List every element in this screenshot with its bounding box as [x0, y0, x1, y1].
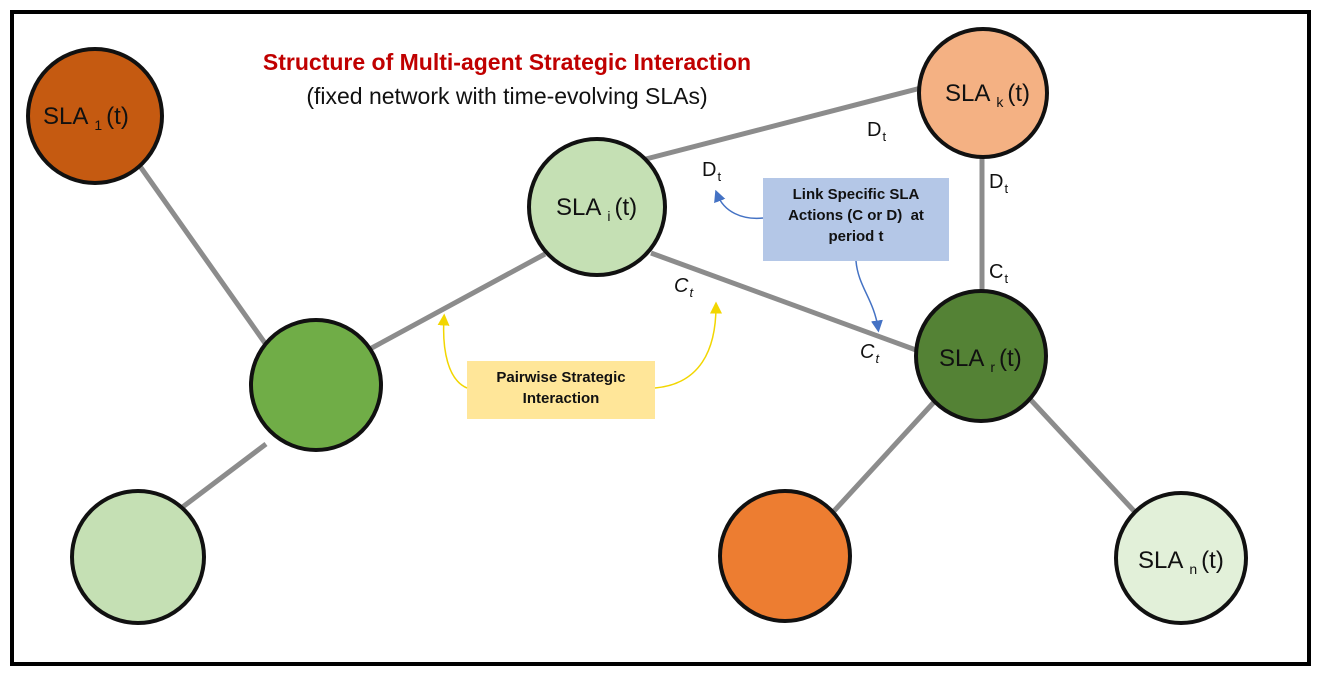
callout-pairwise-box	[467, 361, 655, 419]
callout-link-text: Link Specific SLA Actions (C or D) at pe…	[763, 178, 949, 261]
edge-label-c-ir-right: Ct	[860, 341, 880, 366]
edge-label-c-ir-left: Ct	[674, 275, 694, 300]
arrow-link-left	[714, 189, 764, 220]
label-sla-n-tail: (t)	[1201, 547, 1224, 574]
edges	[134, 85, 1137, 514]
edge-label-d-kr-main: D	[989, 171, 1003, 193]
edge-label-d-ik-left: Dt	[702, 159, 721, 184]
label-sla-n-main: SLA	[1138, 547, 1183, 574]
edge-label-c-kr: Ct	[989, 261, 1008, 286]
edge-label-c-ir-right-sub: t	[875, 351, 880, 366]
node-sla-r	[914, 289, 1048, 423]
edge-label-c-kr-main: C	[989, 261, 1003, 283]
edge-label-d-ik-left-main: D	[702, 159, 716, 181]
diagram-subtitle: (fixed network with time-evolving SLAs)	[306, 83, 707, 109]
edge-label-c-ir-right-main: C	[860, 341, 875, 363]
callout-link-line2: Actions (C or D) at	[788, 207, 924, 224]
callout-link-line1: Link Specific SLA	[792, 186, 920, 203]
arrow-pairwise-left	[437, 313, 468, 389]
edge-slai-slar	[650, 250, 917, 353]
label-sla-r-tail: (t)	[999, 345, 1022, 372]
edge-node-a-node-b	[174, 442, 268, 514]
edge-label-c-ir-left-main: C	[674, 275, 689, 297]
edge-label-d-kr: Dt	[989, 171, 1008, 196]
arrow-link-down	[855, 260, 883, 333]
callout-pairwise-line1: Pairwise Strategic	[496, 369, 626, 386]
edge-label-c-kr-sub: t	[1004, 271, 1008, 286]
edge-slar-node-c	[832, 399, 937, 513]
edge-slar-slan	[1027, 396, 1137, 514]
node-unlabeled-light-green	[70, 489, 206, 625]
node-sla-1	[26, 47, 164, 185]
label-sla-1-main: SLA	[43, 103, 88, 130]
label-sla-k-sub: k	[996, 94, 1004, 110]
label-sla-r: SLA r(t)	[939, 345, 1022, 375]
nodes	[26, 27, 1248, 625]
edge-label-d-ik-right-sub: t	[882, 129, 886, 144]
node-sla-i	[527, 137, 667, 277]
callout-pairwise-line2: Interaction	[522, 390, 600, 407]
label-sla-1-sub: 1	[94, 117, 102, 133]
callout-link-line3: period t	[828, 228, 884, 245]
callout-link-box	[763, 178, 949, 261]
label-sla-i-main: SLA	[556, 194, 601, 221]
node-unlabeled-green	[249, 318, 383, 452]
edge-label-d-ik-left-sub: t	[717, 169, 721, 184]
label-sla-1: SLA 1(t)	[43, 103, 129, 133]
label-sla-i-tail: (t)	[615, 194, 638, 221]
node-sla-n	[1114, 491, 1248, 625]
edge-sla1-node-a	[134, 160, 275, 355]
edge-slai-slak	[641, 85, 922, 163]
label-sla-k: SLA k(t)	[945, 80, 1030, 110]
edge-label-c-ir-left-sub: t	[689, 285, 694, 300]
diagram-title: Structure of Multi-agent Strategic Inter…	[263, 49, 751, 75]
label-sla-n-sub: n	[1189, 561, 1197, 577]
label-sla-r-main: SLA	[939, 345, 984, 372]
node-sla-k	[917, 27, 1049, 159]
callout-pairwise-text: Pairwise Strategic Interaction	[467, 361, 655, 419]
edge-label-d-ik-right-main: D	[867, 119, 881, 141]
label-sla-1-tail: (t)	[106, 103, 129, 130]
edge-node-a-slai	[366, 251, 547, 353]
diagram-frame	[10, 10, 1311, 666]
label-sla-r-sub: r	[990, 359, 995, 375]
edge-label-d-ik-right: Dt	[867, 119, 886, 144]
node-unlabeled-orange	[718, 489, 852, 623]
arrow-pairwise-right	[654, 301, 722, 389]
edge-label-d-kr-sub: t	[1004, 181, 1008, 196]
label-sla-k-tail: (t)	[1007, 80, 1030, 107]
label-sla-n: SLA n(t)	[1138, 547, 1224, 577]
label-sla-i: SLA i (t)	[556, 194, 637, 224]
label-sla-i-sub: i	[607, 208, 610, 224]
label-sla-k-main: SLA	[945, 80, 990, 107]
